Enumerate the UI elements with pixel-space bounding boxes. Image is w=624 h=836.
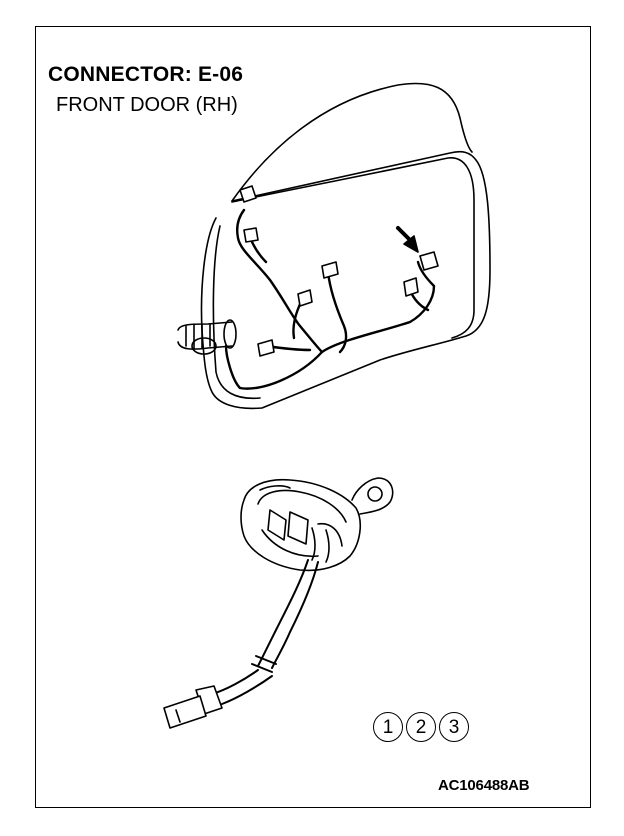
pin-number-2: 2 xyxy=(406,712,436,742)
pin-number-3: 3 xyxy=(439,712,469,742)
diagram-frame xyxy=(35,26,591,808)
connector-cable xyxy=(211,559,319,705)
connector-plug xyxy=(163,685,223,729)
door-harness xyxy=(224,208,436,390)
harness-grommet xyxy=(177,319,237,355)
pin-number-list: 1 2 3 xyxy=(373,712,477,744)
connector-closeup xyxy=(240,477,394,572)
connector-title: CONNECTOR: E-06 xyxy=(48,63,244,86)
pin-number-1: 1 xyxy=(373,712,403,742)
location-subtitle: FRONT DOOR (RH) xyxy=(56,94,238,116)
figure-id: AC106488AB xyxy=(438,777,530,794)
harness-connectors xyxy=(239,185,439,357)
connector-pointer-arrow xyxy=(396,226,419,253)
door-panel-outline xyxy=(200,82,491,410)
